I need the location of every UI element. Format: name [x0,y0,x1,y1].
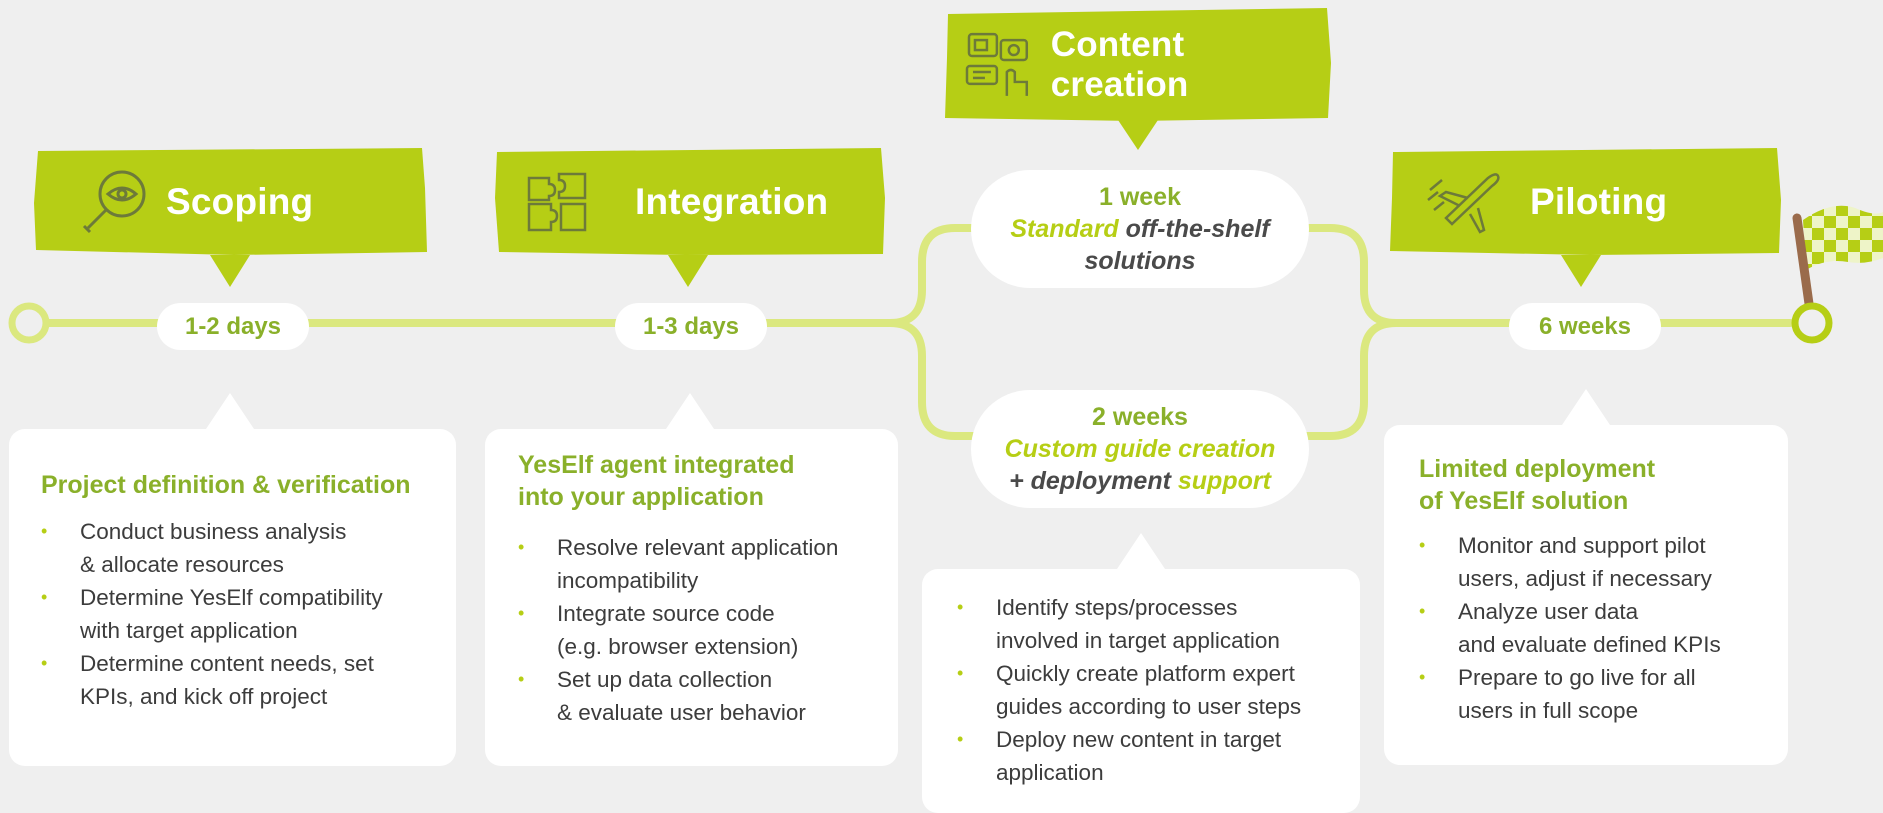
magnifier-eye-icon [82,170,146,233]
banner-background [495,148,885,255]
piloting-title: Piloting [1530,180,1668,222]
content-creation-title: Content creation [1050,24,1189,104]
puzzle-icon [527,172,587,231]
option-label-green: Custom guide creation [1004,435,1276,463]
airplane-icon [1427,172,1500,234]
banner-background [945,8,1331,121]
piloting-pointer [1561,255,1601,287]
track-branch-top [886,224,989,327]
option-duration: 1 week [1098,183,1181,211]
integration-duration: 1-3 days [615,303,767,350]
option-label-dark: + deployment [1009,467,1171,495]
content-option-standard: 1 week Standard off-the-shelf solutions [971,170,1309,288]
start-node [8,302,50,344]
bullet-list: Conduct business analysis& allocate reso… [41,515,436,713]
content-creation-banner: Content creation [945,8,1331,121]
integration-banner: Integration [495,148,885,255]
track-merge-top [1301,224,1400,327]
list-item: Resolve relevant applicationincompatibil… [518,531,878,597]
option-duration: 2 weeks [1092,403,1188,431]
list-item: Set up data collection& evaluate user be… [518,663,878,729]
option-label-green: Standard [1010,215,1119,243]
scoping-duration: 1-2 days [157,303,309,350]
scoping-banner: Scoping [34,148,427,255]
bullet-list: Resolve relevant applicationincompatibil… [518,531,878,729]
option-label-green: support [1177,467,1271,495]
piloting-duration: 6 weeks [1509,303,1661,350]
list-item: Integrate source code(e.g. browser exten… [518,597,878,663]
card-title: Project definition & verification [41,471,411,499]
integration-pointer [668,255,708,287]
checkered-flag-icon [1791,205,1883,344]
scoping-title: Scoping [166,180,314,222]
media-chat-icon [965,32,1029,96]
piloting-banner: Piloting [1390,148,1781,255]
track-branch-bottom [886,319,989,440]
scoping-pointer [210,255,250,287]
banner-background [1390,148,1781,255]
option-label-dark: solutions [1084,247,1196,275]
option-label-dark: off-the-shelf [1125,215,1270,243]
list-item: Conduct business analysis& allocate reso… [41,515,436,581]
scoping-card: Project definition & verification Conduc… [9,429,456,766]
content-pointer [1118,120,1158,150]
integration-title: Integration [635,180,829,222]
track-merge-bottom [1301,319,1400,440]
content-option-custom: 2 weeks Custom guide creation + deployme… [971,390,1309,508]
